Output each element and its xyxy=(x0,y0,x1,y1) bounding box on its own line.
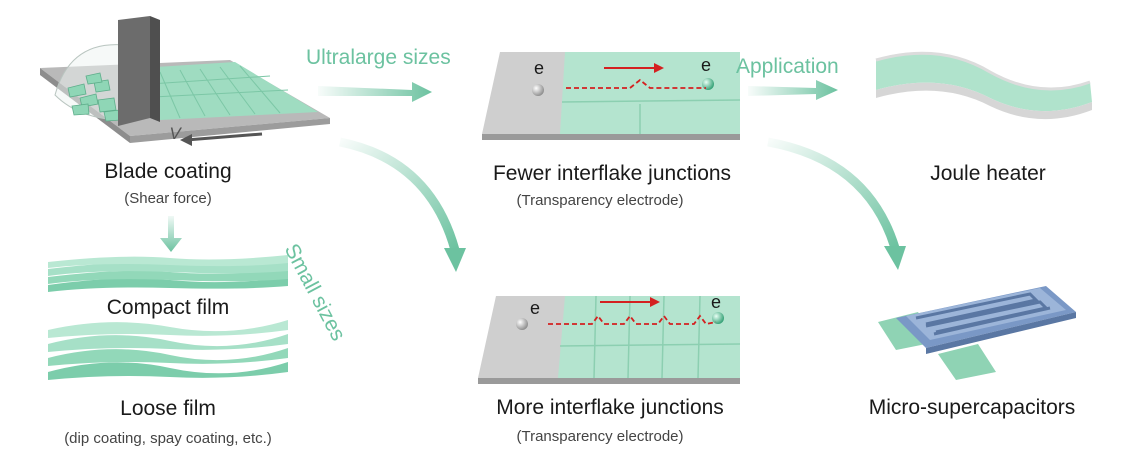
more-junctions-illustration xyxy=(478,295,741,384)
blade-coating-title: Blade coating xyxy=(104,160,232,183)
electron-left xyxy=(516,318,528,330)
velocity-label: V xyxy=(169,124,181,143)
more-electron-right-label: e xyxy=(710,292,722,312)
blade xyxy=(118,16,150,126)
loose-film-title: Loose film xyxy=(120,397,216,420)
route-ultralarge-label: Ultralarge sizes xyxy=(306,46,451,69)
blade-side xyxy=(150,16,160,122)
loose-film-illustration xyxy=(48,320,288,380)
ultralarge-arrow xyxy=(318,82,432,102)
micro-arrow xyxy=(767,137,900,250)
compact-film-title: Compact film xyxy=(106,296,230,319)
junction-path xyxy=(548,314,717,325)
loose-film-subtitle: (dip coating, spay coating, etc.) xyxy=(64,430,272,447)
blade-coating-illustration xyxy=(40,16,330,146)
more-junctions-title: More interflake junctions xyxy=(496,396,724,419)
down-arrow xyxy=(160,216,182,252)
blade-coating-subtitle: (Shear force) xyxy=(124,190,212,207)
electron-right xyxy=(712,312,724,324)
fewer-junctions-title: Fewer interflake junctions xyxy=(492,162,732,185)
application-arrow xyxy=(748,80,838,100)
joule-heater-title: Joule heater xyxy=(930,162,1046,185)
compact-film-illustration xyxy=(48,216,288,292)
electron-right xyxy=(702,78,714,90)
fewer-electron-left-label: e xyxy=(533,58,545,78)
micro-supercapacitor-illustration xyxy=(878,286,1076,380)
joule-heater-illustration xyxy=(875,51,1092,120)
micro-supercapacitors-title: Micro-supercapacitors xyxy=(868,396,1076,419)
substrate-edge-front xyxy=(130,118,330,143)
small-sizes-arrow xyxy=(339,137,460,252)
route-application-label: Application xyxy=(736,55,839,78)
fewer-electron-right-label: e xyxy=(700,55,712,75)
junction-path xyxy=(566,78,706,89)
coated-film xyxy=(140,62,318,120)
flake-pile xyxy=(67,72,122,122)
more-electron-left-label: e xyxy=(529,298,541,318)
more-junctions-subtitle: (Transparency electrode) xyxy=(516,428,684,445)
electron-left xyxy=(532,84,544,96)
velocity-arrow xyxy=(185,132,263,142)
fewer-junctions-illustration xyxy=(482,52,741,140)
fewer-junctions-subtitle: (Transparency electrode) xyxy=(516,192,684,209)
